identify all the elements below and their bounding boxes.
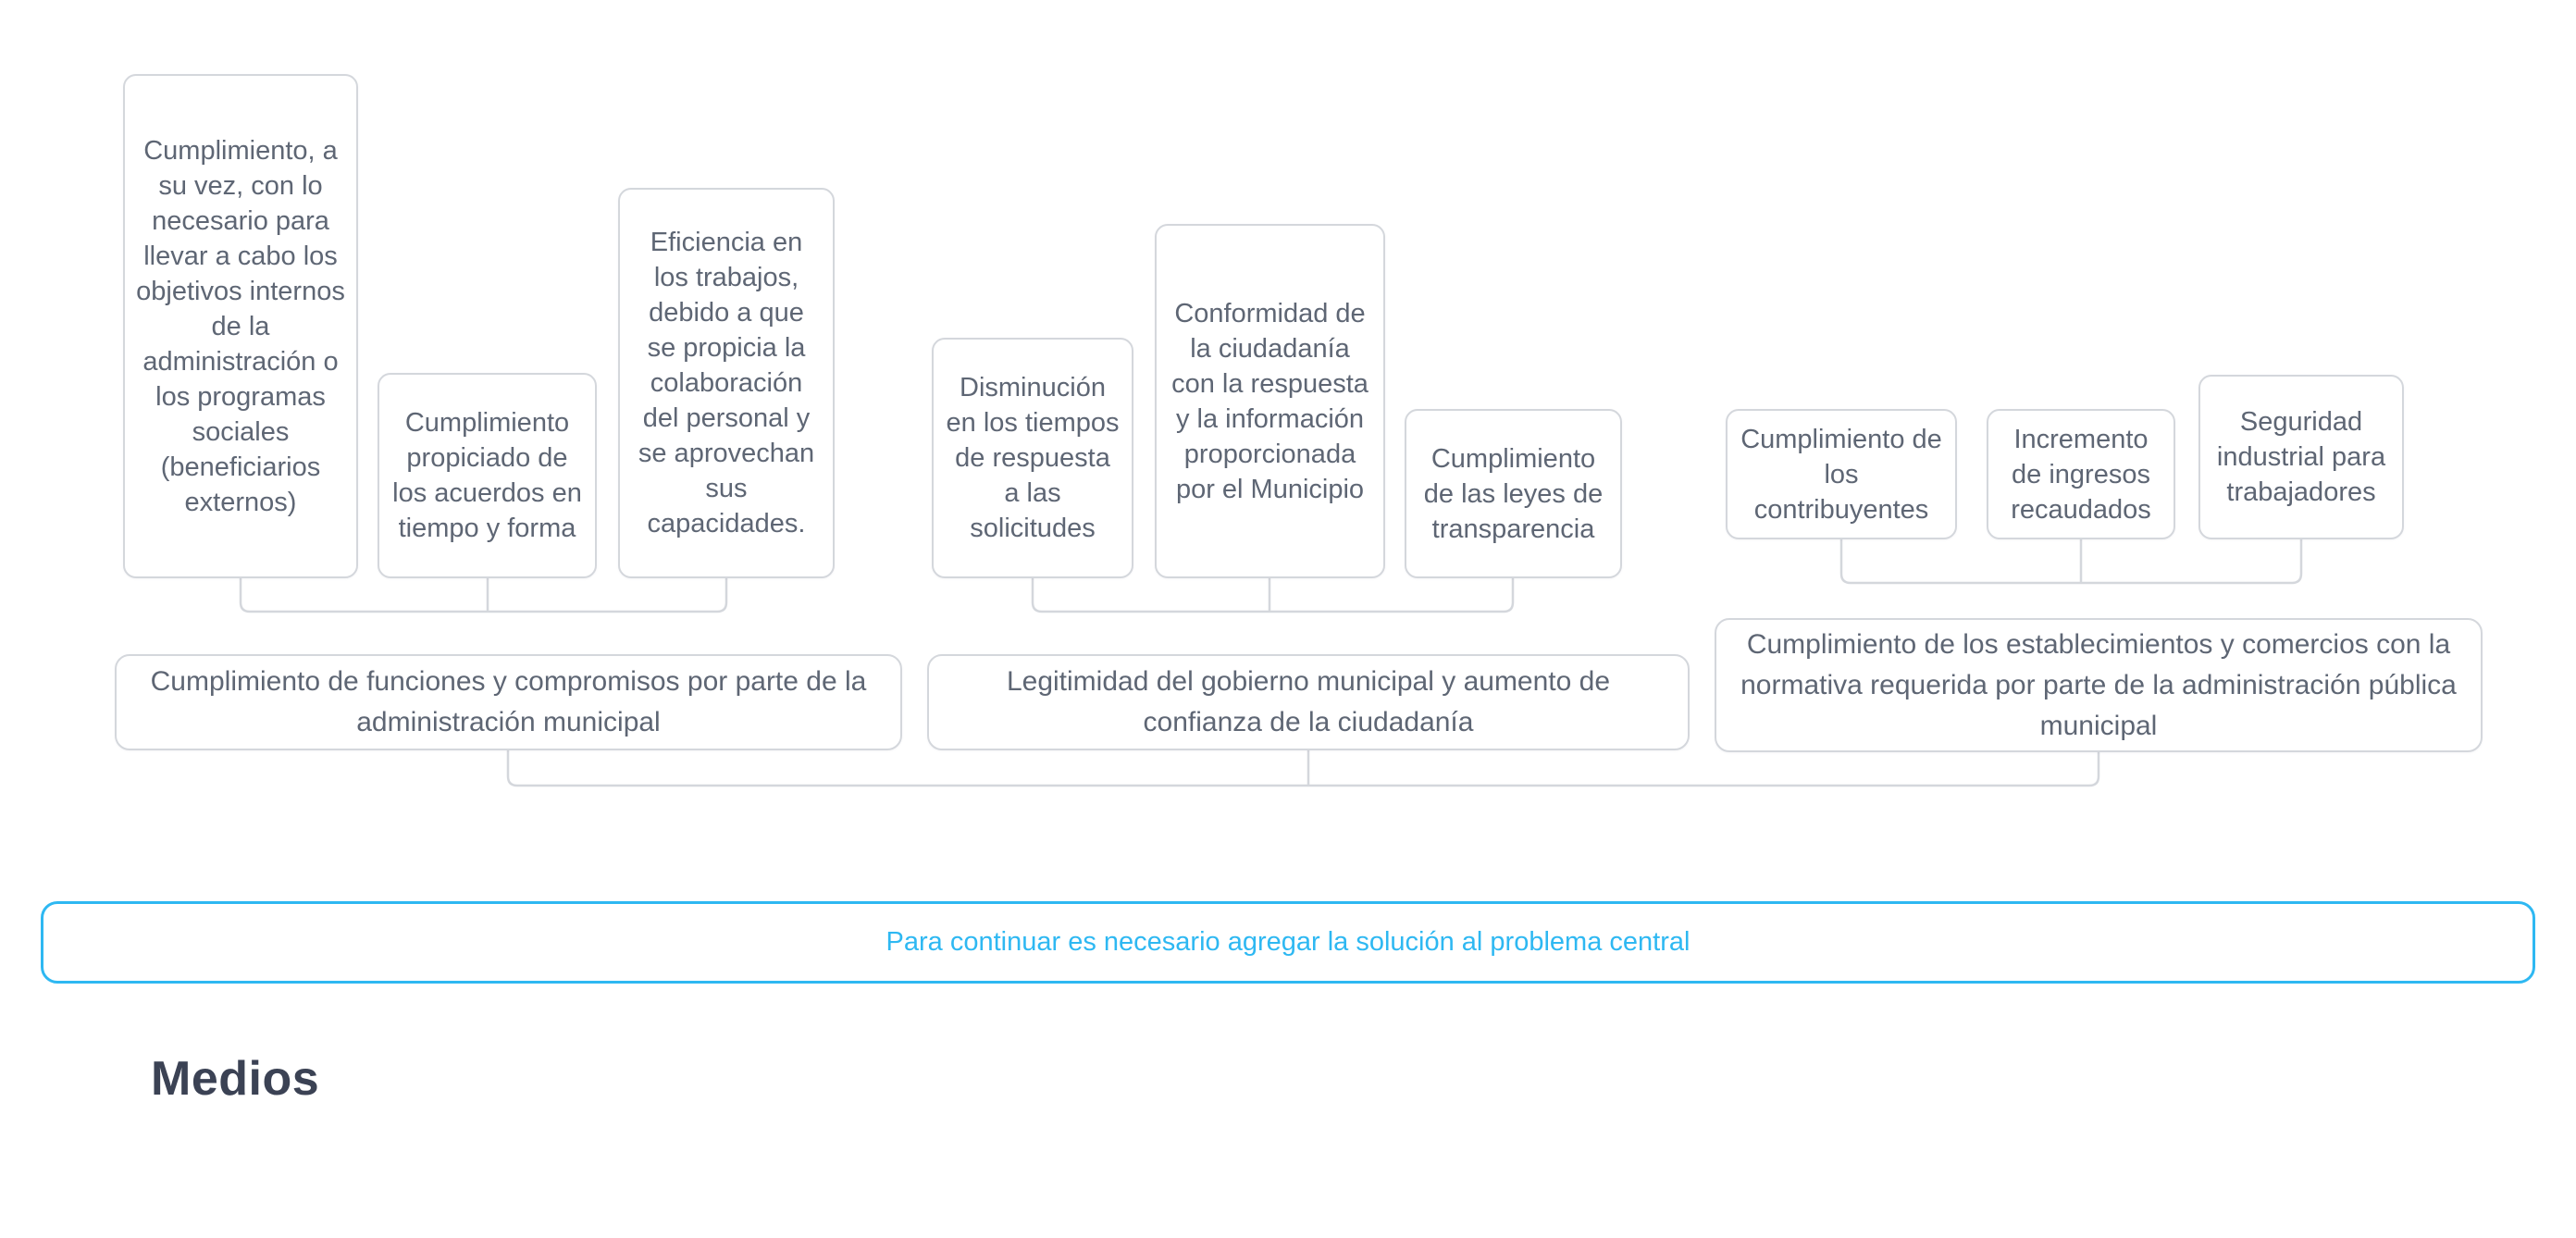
tree-node-cumplimiento-contribuyentes[interactable]: Cumplimiento de los contribuyentes	[1726, 409, 1957, 539]
tree-node-cumplimiento-leyes-transparencia[interactable]: Cumplimiento de las leyes de transparenc…	[1405, 409, 1622, 578]
tree-node-label: Conformidad de la ciudadanía con la resp…	[1171, 298, 1368, 504]
tree-node-incremento-ingresos[interactable]: Incremento de ingresos recaudados	[1987, 409, 2175, 539]
tree-node-cumplimiento-funciones[interactable]: Cumplimiento de funciones y compromisos …	[115, 654, 902, 750]
warning-banner: Para continuar es necesario agregar la s…	[41, 901, 2535, 984]
warning-banner-text: Para continuar es necesario agregar la s…	[886, 927, 1690, 957]
tree-node-label: Incremento de ingresos recaudados	[2011, 424, 2151, 525]
tree-node-label: Cumplimiento de las leyes de transparenc…	[1423, 443, 1604, 544]
tree-node-cumplimiento-establecimientos[interactable]: Cumplimiento de los establecimientos y c…	[1715, 618, 2483, 752]
tree-node-cumplimiento-objetivos-internos[interactable]: Cumplimiento, a su vez, con lo necesario…	[123, 74, 358, 578]
tree-node-disminucion-tiempos[interactable]: Disminución en los tiempos de respuesta …	[932, 338, 1133, 578]
section-heading-medios: Medios	[151, 1052, 320, 1106]
tree-node-label: Cumplimiento de los establecimientos y c…	[1740, 628, 2457, 741]
tree-node-eficiencia-trabajos[interactable]: Eficiencia en los trabajos, debido a que…	[618, 188, 835, 578]
tree-node-label: Cumplimiento de los contribuyentes	[1740, 424, 1942, 525]
tree-node-label: Eficiencia en los trabajos, debido a que…	[638, 228, 815, 539]
tree-node-label: Cumplimiento propiciado de los acuerdos …	[392, 408, 582, 543]
tree-node-cumplimiento-acuerdos[interactable]: Cumplimiento propiciado de los acuerdos …	[378, 373, 597, 578]
tree-node-conformidad-ciudadania[interactable]: Conformidad de la ciudadanía con la resp…	[1155, 224, 1385, 578]
tree-node-label: Cumplimiento, a su vez, con lo necesario…	[136, 135, 345, 517]
connector-group-left-bracket	[239, 578, 728, 613]
connector-group-right-bracket	[1839, 539, 2303, 585]
tree-node-label: Seguridad industrial para trabajadores	[2216, 407, 2386, 507]
tree-node-seguridad-industrial[interactable]: Seguridad industrial para trabajadores	[2198, 375, 2404, 539]
tree-node-label: Disminución en los tiempos de respuesta …	[946, 373, 1120, 543]
tree-node-legitimidad-gobierno[interactable]: Legitimidad del gobierno municipal y aum…	[927, 654, 1690, 750]
tree-node-label: Cumplimiento de funciones y compromisos …	[150, 666, 867, 737]
connector-bottom-bracket	[506, 750, 2100, 787]
tree-node-label: Legitimidad del gobierno municipal y aum…	[1006, 666, 1611, 737]
connector-group-middle-bracket	[1031, 578, 1515, 613]
